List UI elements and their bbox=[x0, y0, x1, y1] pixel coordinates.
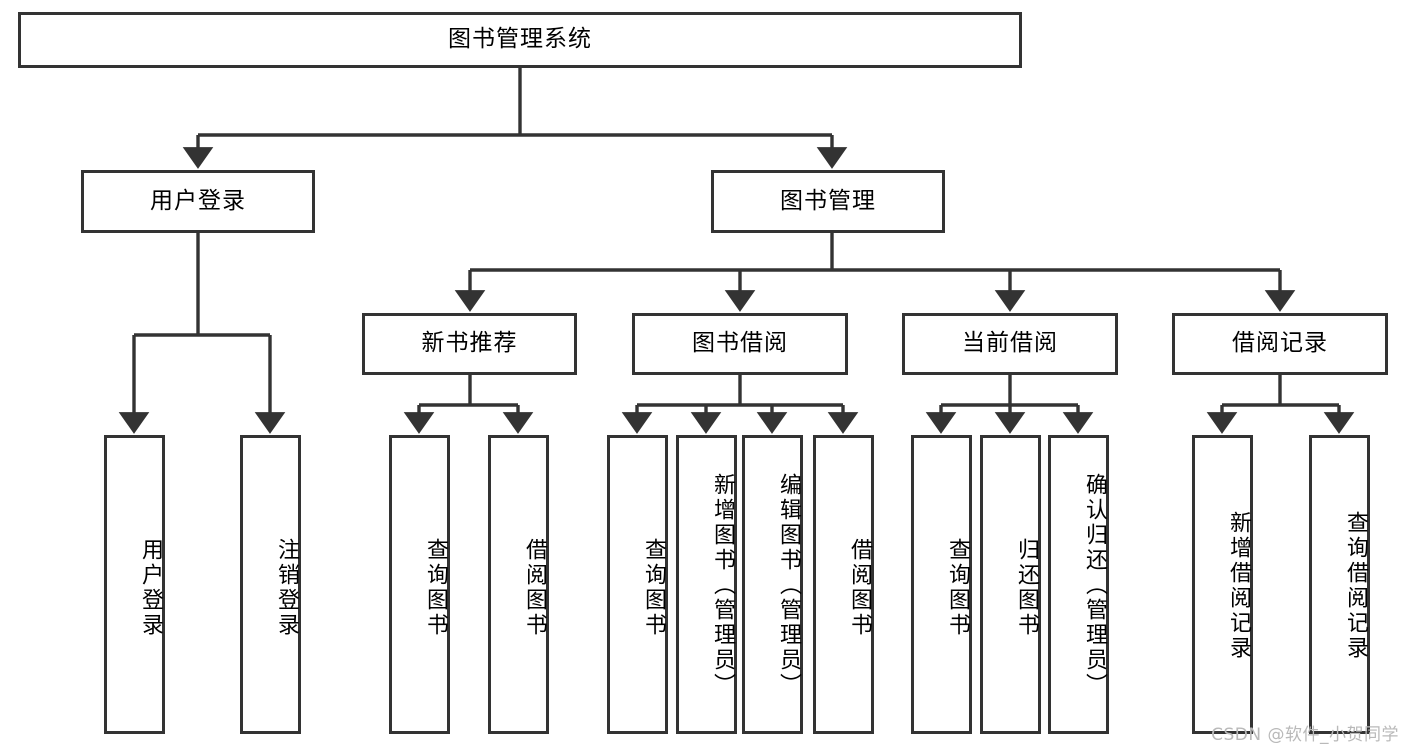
csdn-watermark: CSDN @软件_小贺同学 bbox=[1211, 725, 1399, 745]
node-label: 借阅图书 bbox=[847, 537, 872, 638]
node-label: 当前借阅 bbox=[962, 330, 1058, 357]
node-label: 查询图书 bbox=[945, 537, 970, 638]
node-label: 借阅记录 bbox=[1232, 330, 1328, 357]
node-label: 用户登录 bbox=[138, 537, 163, 638]
node-borrowing-record[interactable]: 借阅记录 bbox=[1172, 313, 1388, 375]
node-label: 归还图书 bbox=[1014, 537, 1039, 638]
leaf-borrow-book-new-book[interactable]: 借阅图书 bbox=[488, 435, 549, 734]
node-label: 确认归还（管理员） bbox=[1082, 473, 1107, 698]
node-new-book-recommendation[interactable]: 新书推荐 bbox=[362, 313, 577, 375]
leaf-edit-book-admin[interactable]: 编辑图书（管理员） bbox=[742, 435, 803, 734]
node-label: 注销登录 bbox=[274, 537, 299, 638]
leaf-borrow-book-borrowing[interactable]: 借阅图书 bbox=[813, 435, 874, 734]
node-label: 图书管理系统 bbox=[448, 26, 592, 53]
node-label: 查询图书 bbox=[423, 537, 448, 638]
node-label: 编辑图书（管理员） bbox=[776, 473, 801, 698]
node-label: 用户登录 bbox=[150, 187, 246, 214]
leaf-add-book-admin[interactable]: 新增图书（管理员） bbox=[676, 435, 737, 734]
leaf-add-borrow-record[interactable]: 新增借阅记录 bbox=[1192, 435, 1253, 734]
leaf-query-book-new-book[interactable]: 查询图书 bbox=[389, 435, 450, 734]
node-user-login[interactable]: 用户登录 bbox=[81, 170, 315, 233]
node-label: 查询借阅记录 bbox=[1343, 510, 1368, 661]
node-label: 图书管理 bbox=[780, 187, 876, 214]
node-current-borrowing[interactable]: 当前借阅 bbox=[902, 313, 1118, 375]
leaf-query-book-current[interactable]: 查询图书 bbox=[911, 435, 972, 734]
node-label: 新书推荐 bbox=[421, 330, 518, 357]
leaf-logout[interactable]: 注销登录 bbox=[240, 435, 301, 734]
leaf-return-book[interactable]: 归还图书 bbox=[980, 435, 1041, 734]
node-book-management[interactable]: 图书管理 bbox=[711, 170, 945, 233]
node-label: 借阅图书 bbox=[522, 537, 547, 638]
node-label: 图书借阅 bbox=[692, 330, 788, 357]
node-root-book-management-system[interactable]: 图书管理系统 bbox=[18, 12, 1022, 68]
node-book-borrowing[interactable]: 图书借阅 bbox=[632, 313, 848, 375]
node-label: 新增借阅记录 bbox=[1226, 510, 1251, 661]
leaf-query-borrow-record[interactable]: 查询借阅记录 bbox=[1309, 435, 1370, 734]
node-label: 查询图书 bbox=[641, 537, 666, 638]
node-label: 新增图书（管理员） bbox=[710, 473, 735, 698]
leaf-user-login[interactable]: 用户登录 bbox=[104, 435, 165, 734]
leaf-query-book-borrowing[interactable]: 查询图书 bbox=[607, 435, 668, 734]
leaf-confirm-return-admin[interactable]: 确认归还（管理员） bbox=[1048, 435, 1109, 734]
